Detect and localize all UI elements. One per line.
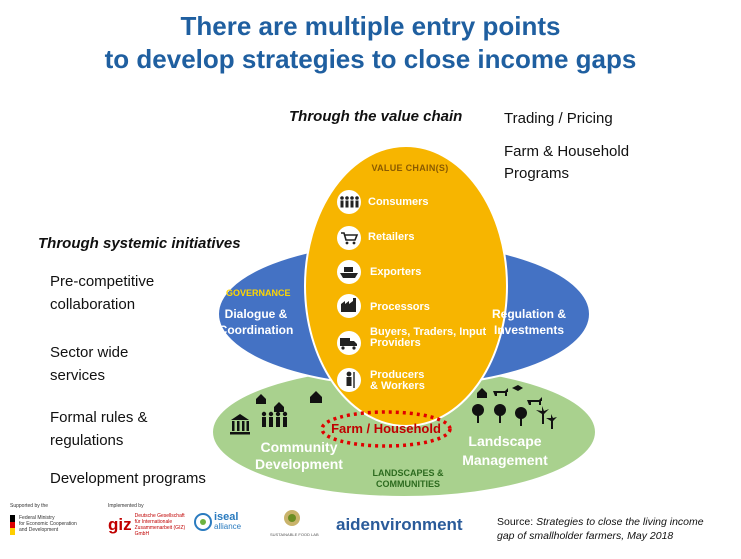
- vc-item-exporters: Exporters: [337, 260, 421, 284]
- value-chain-label: VALUE CHAIN(S): [371, 163, 448, 173]
- alliance-word: alliance: [214, 522, 242, 531]
- vc-label-consumers: Consumers: [368, 196, 429, 208]
- people-group-icon: [261, 411, 288, 427]
- house-icon-3: [310, 391, 322, 403]
- source-title-2: gap of smallholder farmers, May 2018: [497, 530, 674, 542]
- farm-house-icon: [477, 388, 487, 398]
- landscape-icons: [472, 385, 557, 429]
- sustainable-food-lab-logo: SUSTAINABLE FOOD LAB: [270, 509, 319, 537]
- vc-label-processors: Processors: [370, 301, 430, 313]
- bmz-logo: Supported by the Federal Ministry for Ec…: [10, 503, 90, 536]
- title-line-1: There are multiple entry points: [180, 11, 561, 41]
- people-icon: [337, 190, 361, 214]
- vc-label-producers: Producers: [370, 369, 424, 381]
- trading-pricing-label: Trading / Pricing: [504, 110, 613, 127]
- investments-label: Investments: [494, 323, 564, 337]
- tree-icon: [472, 404, 484, 416]
- systemic-line: services: [50, 367, 106, 384]
- community-icons: [230, 391, 322, 435]
- giz-line: Deutsche Gesellschaft: [134, 513, 185, 519]
- sfl-label: SUSTAINABLE FOOD LAB: [270, 532, 319, 537]
- tree-icon-3: [515, 407, 527, 419]
- iseal-logo: iseal alliance: [194, 512, 241, 532]
- systemic-item-sector: Sector wide services: [50, 341, 128, 387]
- vc-label-workers: & Workers: [370, 380, 425, 392]
- implemented-by-label: Implemented by: [108, 503, 144, 509]
- management-label: Management: [462, 452, 548, 468]
- landscapes-communities-label: LANDSCAPES &: [372, 468, 444, 478]
- cart-icon: [337, 226, 361, 250]
- systemic-item-rules: Formal rules & regulations: [50, 406, 148, 452]
- palm-icon-2: [546, 414, 557, 421]
- vc-item-processors: Processors: [337, 294, 430, 318]
- bank-icon: [231, 414, 249, 420]
- giz-line: für Internationale: [134, 519, 173, 525]
- farm-household-label: Farm / Household: [331, 421, 441, 436]
- title-line-2: to develop strategies to close income ga…: [104, 44, 637, 74]
- systemic-heading: Through systemic initiatives: [38, 235, 241, 252]
- house-icon: [256, 394, 266, 404]
- ministry-line: and Development: [19, 527, 59, 533]
- vc-item-retailers: Retailers: [337, 226, 414, 250]
- iseal-word: iseal: [214, 511, 239, 523]
- systemic-item-development: Development programs: [50, 470, 206, 487]
- cow-icon: [493, 388, 508, 396]
- coordination-label: Coordination: [219, 323, 294, 337]
- value-chain-ellipse: [304, 145, 508, 427]
- aidenvironment-logo: aidenvironment: [336, 515, 463, 534]
- source-title-1: Strategies to close the living income: [536, 516, 704, 528]
- ministry-line: for Economic Cooperation: [19, 521, 77, 527]
- page-title: There are multiple entry points to devel…: [0, 10, 741, 76]
- systemic-line: collaboration: [50, 296, 136, 313]
- fish-icon: [512, 385, 523, 391]
- vc-item-consumers: Consumers: [337, 190, 429, 214]
- giz-logo: Implemented by giz Deutsche Gesellschaft…: [108, 503, 188, 537]
- german-flag-icon: [10, 515, 15, 536]
- systemic-item-precompetitive: Pre-competitive collaboration: [50, 270, 154, 316]
- dialogue-label: Dialogue &: [225, 307, 288, 321]
- value-chain-heading: Through the value chain: [289, 108, 463, 125]
- ministry-line: Federal Ministry: [19, 515, 55, 521]
- farm-household-line: Farm & Household: [504, 143, 630, 160]
- vc-label-buyers: Buyers, Traders, Input: [370, 326, 486, 338]
- development-label: Development: [255, 456, 343, 472]
- supported-by-label: Supported by the: [10, 503, 49, 509]
- landscape-label: Landscape: [468, 433, 541, 449]
- source-note: Source: Strategies to close the living i…: [497, 515, 737, 543]
- vc-item-producers: Producers & Workers: [337, 368, 425, 392]
- systemic-line: Formal rules &: [50, 409, 148, 426]
- vc-item-buyers: Buyers, Traders, Input Providers: [337, 326, 486, 355]
- source-prefix: Source:: [497, 516, 537, 528]
- programs-line: Programs: [504, 165, 570, 182]
- landscapes-communities-label-2: COMMUNITIES: [376, 479, 440, 489]
- farm-household-programs-label: Farm & Household Programs: [504, 141, 629, 185]
- sfl-mark-icon: [284, 510, 300, 526]
- tree-icon-2: [494, 404, 506, 416]
- community-label: Community: [261, 439, 338, 455]
- house-icon-2: [274, 402, 284, 412]
- iseal-mark-icon: [194, 513, 212, 531]
- systemic-line: regulations: [50, 432, 124, 449]
- palm-icon: [536, 406, 549, 414]
- giz-wordmark: giz: [108, 515, 132, 534]
- cow-icon-2: [527, 397, 542, 405]
- regulation-label: Regulation &: [492, 307, 566, 321]
- vc-label-providers: Providers: [370, 337, 421, 349]
- vc-label-exporters: Exporters: [370, 266, 421, 278]
- farm-household-ring: [320, 410, 452, 448]
- vc-label-retailers: Retailers: [368, 231, 414, 243]
- giz-line: Zusammenarbeit (GIZ) GmbH: [134, 525, 186, 537]
- systemic-line: Sector wide: [50, 344, 129, 361]
- systemic-line: Pre-competitive: [50, 273, 155, 290]
- governance-label: GOVERNANCE: [226, 288, 291, 298]
